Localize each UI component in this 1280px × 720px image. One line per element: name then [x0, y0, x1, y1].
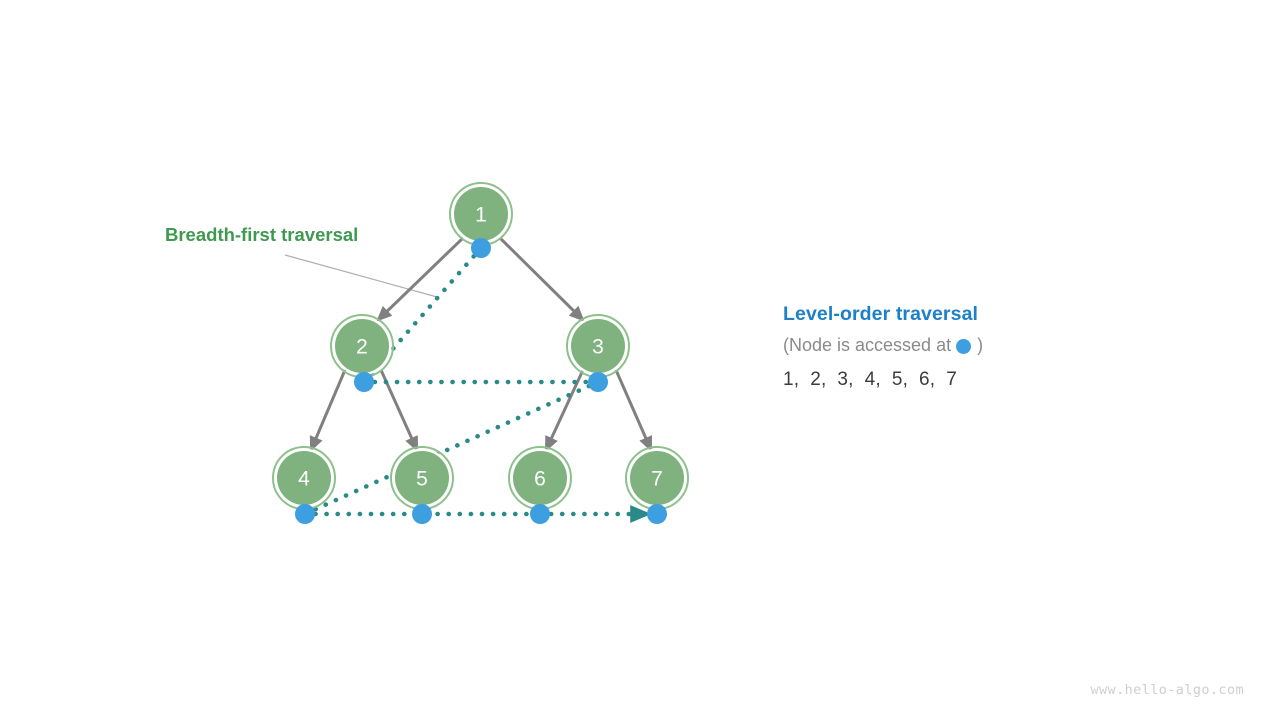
watermark: www.hello-algo.com	[1090, 682, 1244, 698]
traversal-sequence: 1, 2, 3, 4, 5, 6, 7	[783, 368, 957, 390]
tree-node-7[interactable]: 7	[625, 446, 689, 510]
tree-node-1[interactable]: 1	[449, 182, 513, 246]
visit-dot-7[interactable]	[647, 504, 667, 524]
node-label: 4	[298, 468, 310, 491]
breadth-first-traversal-label: Breadth-first traversal	[165, 224, 358, 245]
node-circle[interactable]	[630, 451, 684, 505]
edge-2-4	[309, 369, 347, 453]
node-label: 6	[534, 468, 546, 491]
node-label: 5	[416, 468, 428, 491]
edge-1-2	[376, 236, 465, 322]
visit-dot-2[interactable]	[354, 372, 374, 392]
node-circle[interactable]	[277, 451, 331, 505]
tree-node-2[interactable]: 2	[330, 314, 394, 378]
legend-panel: Level-order traversal (Node is accessed …	[783, 303, 1203, 391]
breadth-first-path	[304, 245, 652, 523]
node-circle[interactable]	[513, 451, 567, 505]
tree-node-3[interactable]: 3	[566, 314, 630, 378]
visit-dot-icon	[956, 338, 972, 354]
node-label: 2	[356, 336, 368, 359]
panel-subtitle: (Node is accessed at )	[783, 335, 1203, 357]
edge-3-6	[544, 369, 585, 453]
tree-node-6[interactable]: 6	[508, 446, 572, 510]
tree-node-4[interactable]: 4	[272, 446, 336, 510]
tree-node-5[interactable]: 5	[390, 446, 454, 510]
node-label: 1	[475, 204, 487, 227]
node-circle[interactable]	[395, 451, 449, 505]
panel-title: Level-order traversal	[783, 303, 979, 325]
node-circle[interactable]	[335, 319, 389, 373]
node-label: 3	[592, 336, 604, 359]
node-label: 7	[651, 468, 663, 491]
node-circle[interactable]	[454, 187, 508, 241]
visit-dot-6[interactable]	[530, 504, 550, 524]
visit-dot-5[interactable]	[412, 504, 432, 524]
tree-nodes: 1 2 3 4 5 6 7	[272, 182, 689, 524]
panel-subtitle-before: (Node is accessed at	[783, 335, 952, 356]
edge-1-3	[498, 236, 585, 322]
visit-dot-3[interactable]	[588, 372, 608, 392]
edge-3-7	[614, 369, 653, 453]
visit-dot-4[interactable]	[295, 504, 315, 524]
panel-subtitle-after: )	[977, 335, 984, 356]
visit-dot-1[interactable]	[471, 238, 491, 258]
node-circle[interactable]	[571, 319, 625, 373]
bfs-leader-line	[284, 254, 438, 298]
